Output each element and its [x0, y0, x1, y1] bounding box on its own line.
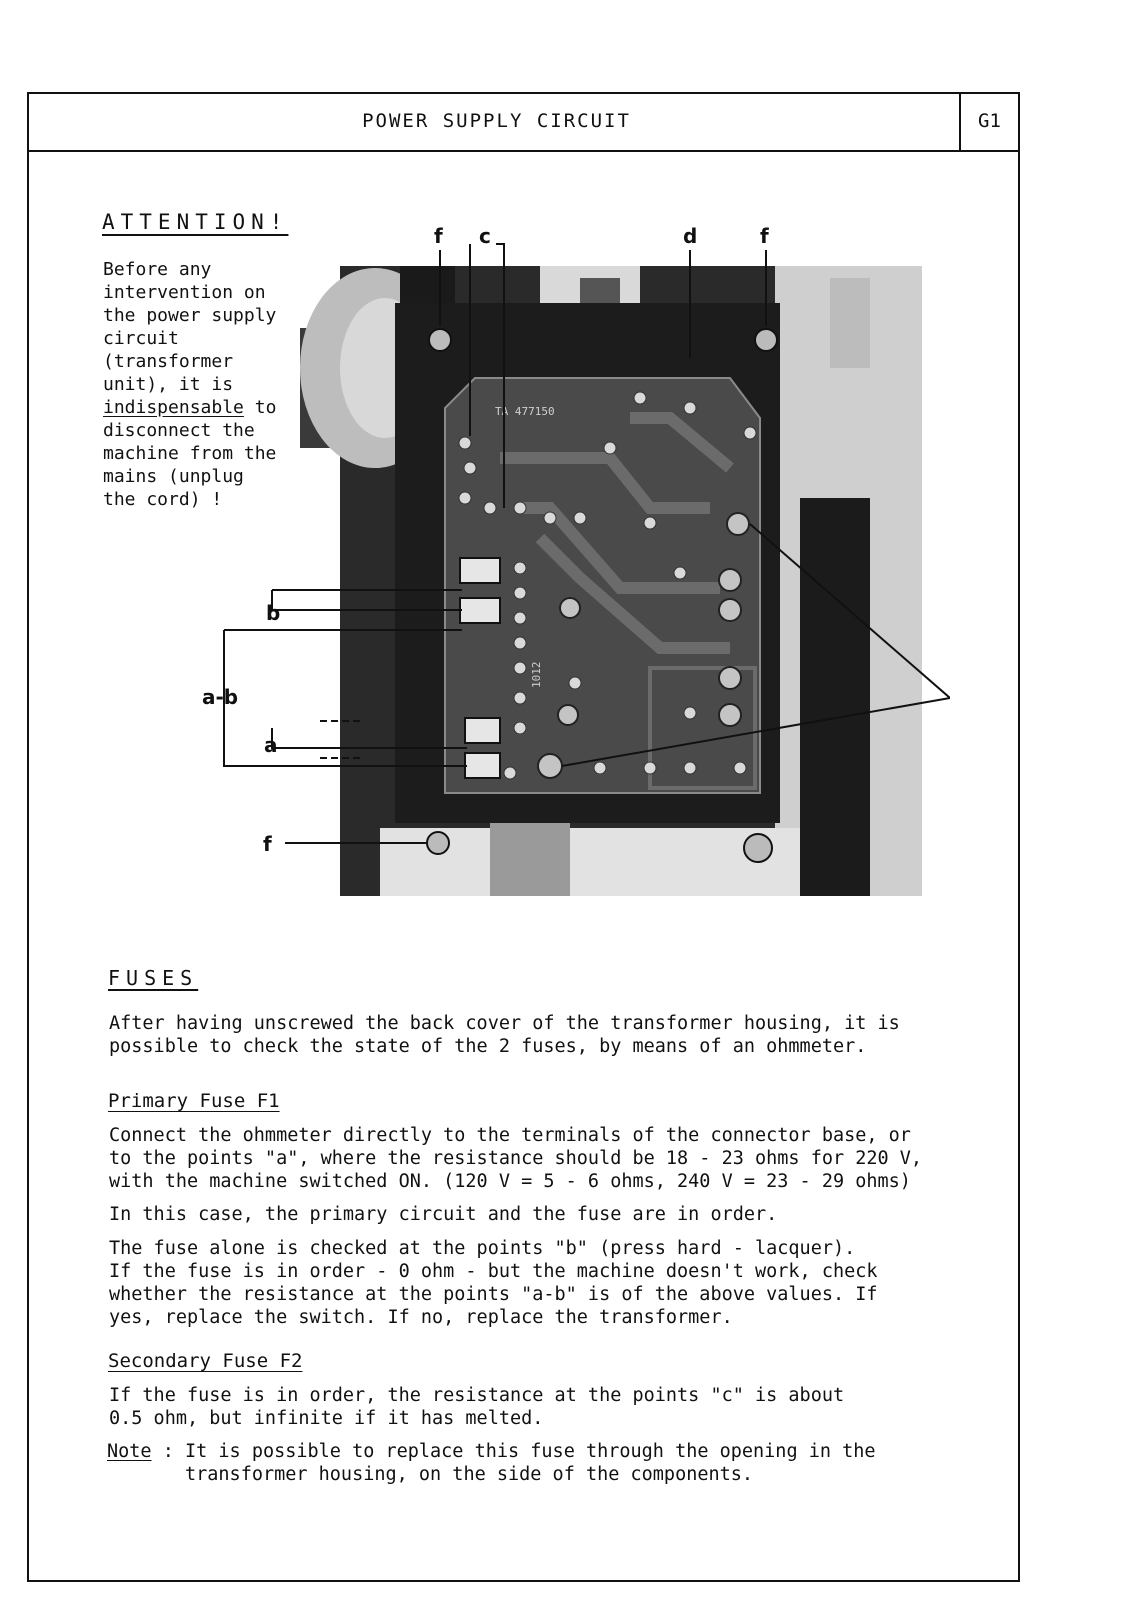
- primary-fuse-text-2: In this case, the primary circuit and th…: [109, 1204, 778, 1225]
- callout-c: c: [479, 224, 491, 248]
- attention-text: Before any intervention on the power sup…: [103, 259, 277, 510]
- secondary-fuse-heading: Secondary Fuse F2: [108, 1350, 303, 1372]
- board-id-mark: 1012: [530, 662, 543, 689]
- callout-a: a: [264, 733, 278, 757]
- page-code: G1: [978, 110, 1001, 132]
- note-text: It is possible to replace this fuse thro…: [185, 1441, 876, 1485]
- transformer-unit-photo: TA 477150 1012 f c d f b a-b: [190, 218, 950, 918]
- primary-fuse-text-3: The fuse alone is checked at the points …: [109, 1238, 878, 1328]
- part-number-mark: TA 477150: [495, 405, 555, 418]
- fuses-intro: After having unscrewed the back cover of…: [109, 1013, 900, 1057]
- callout-f-top-left: f: [434, 224, 443, 248]
- callout-a-b: a-b: [202, 685, 238, 709]
- page-code-cell: G1: [959, 94, 1018, 150]
- attention-emphasis: indispensable: [103, 397, 244, 418]
- attention-heading: ATTENTION!: [102, 210, 289, 234]
- primary-fuse-heading: Primary Fuse F1: [108, 1090, 280, 1112]
- note-label: Note: [107, 1441, 152, 1462]
- note-separator: :: [151, 1441, 174, 1462]
- page-title: POWER SUPPLY CIRCUIT: [362, 110, 631, 132]
- callout-f-bottom: f: [263, 832, 272, 856]
- page-frame: POWER SUPPLY CIRCUIT G1: [27, 92, 1020, 1582]
- fuses-heading: FUSES: [108, 966, 199, 990]
- callout-f-top-right: f: [760, 224, 769, 248]
- note: Note : It is possible to replace this fu…: [107, 1440, 876, 1485]
- callout-d: d: [683, 224, 697, 248]
- primary-fuse-text-1: Connect the ohmmeter directly to the ter…: [109, 1125, 923, 1192]
- page-header: POWER SUPPLY CIRCUIT G1: [29, 94, 1018, 152]
- secondary-fuse-text: If the fuse is in order, the resistance …: [109, 1385, 845, 1429]
- callout-b: b: [266, 601, 280, 625]
